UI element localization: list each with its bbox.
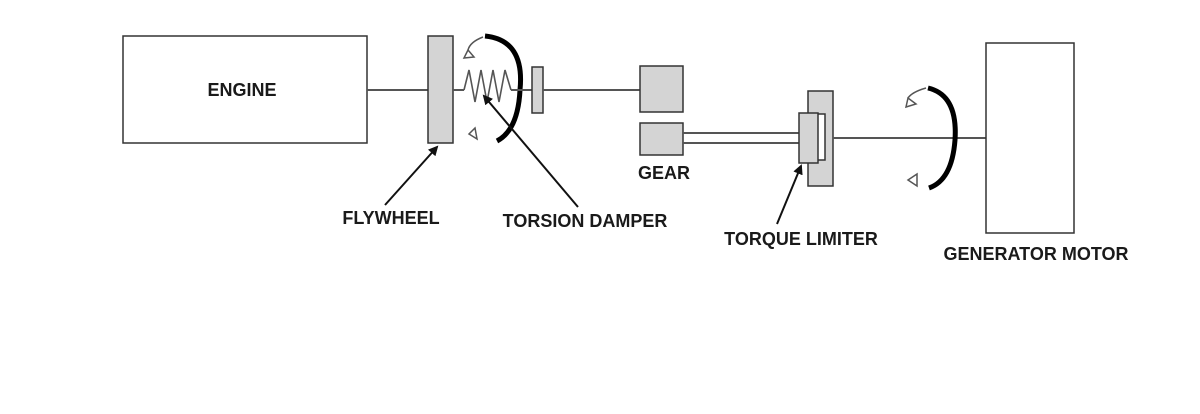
generator-motor-box	[985, 42, 1075, 234]
torque-limiter-leader	[776, 164, 803, 225]
damper-hub	[531, 66, 544, 114]
gear-upper	[639, 65, 684, 113]
curved-rotation-arrow-icon	[904, 85, 958, 191]
generator-motor-label: GENERATOR MOTOR	[943, 244, 1128, 264]
spring-icon	[463, 69, 512, 103]
torsion-damper-leader	[482, 94, 579, 208]
flywheel-label: FLYWHEEL	[342, 208, 439, 228]
torsion-damper-label: TORSION DAMPER	[503, 211, 668, 231]
engine-box	[122, 35, 368, 144]
flywheel-leader	[384, 145, 439, 206]
torque-limiter-plate	[798, 112, 819, 164]
engine-label: ENGINE	[207, 80, 276, 100]
gear-lower	[639, 122, 684, 156]
torque-limiter-label: TORQUE LIMITER	[724, 229, 878, 249]
flywheel-part	[427, 35, 454, 144]
gear-label: GEAR	[638, 163, 690, 183]
